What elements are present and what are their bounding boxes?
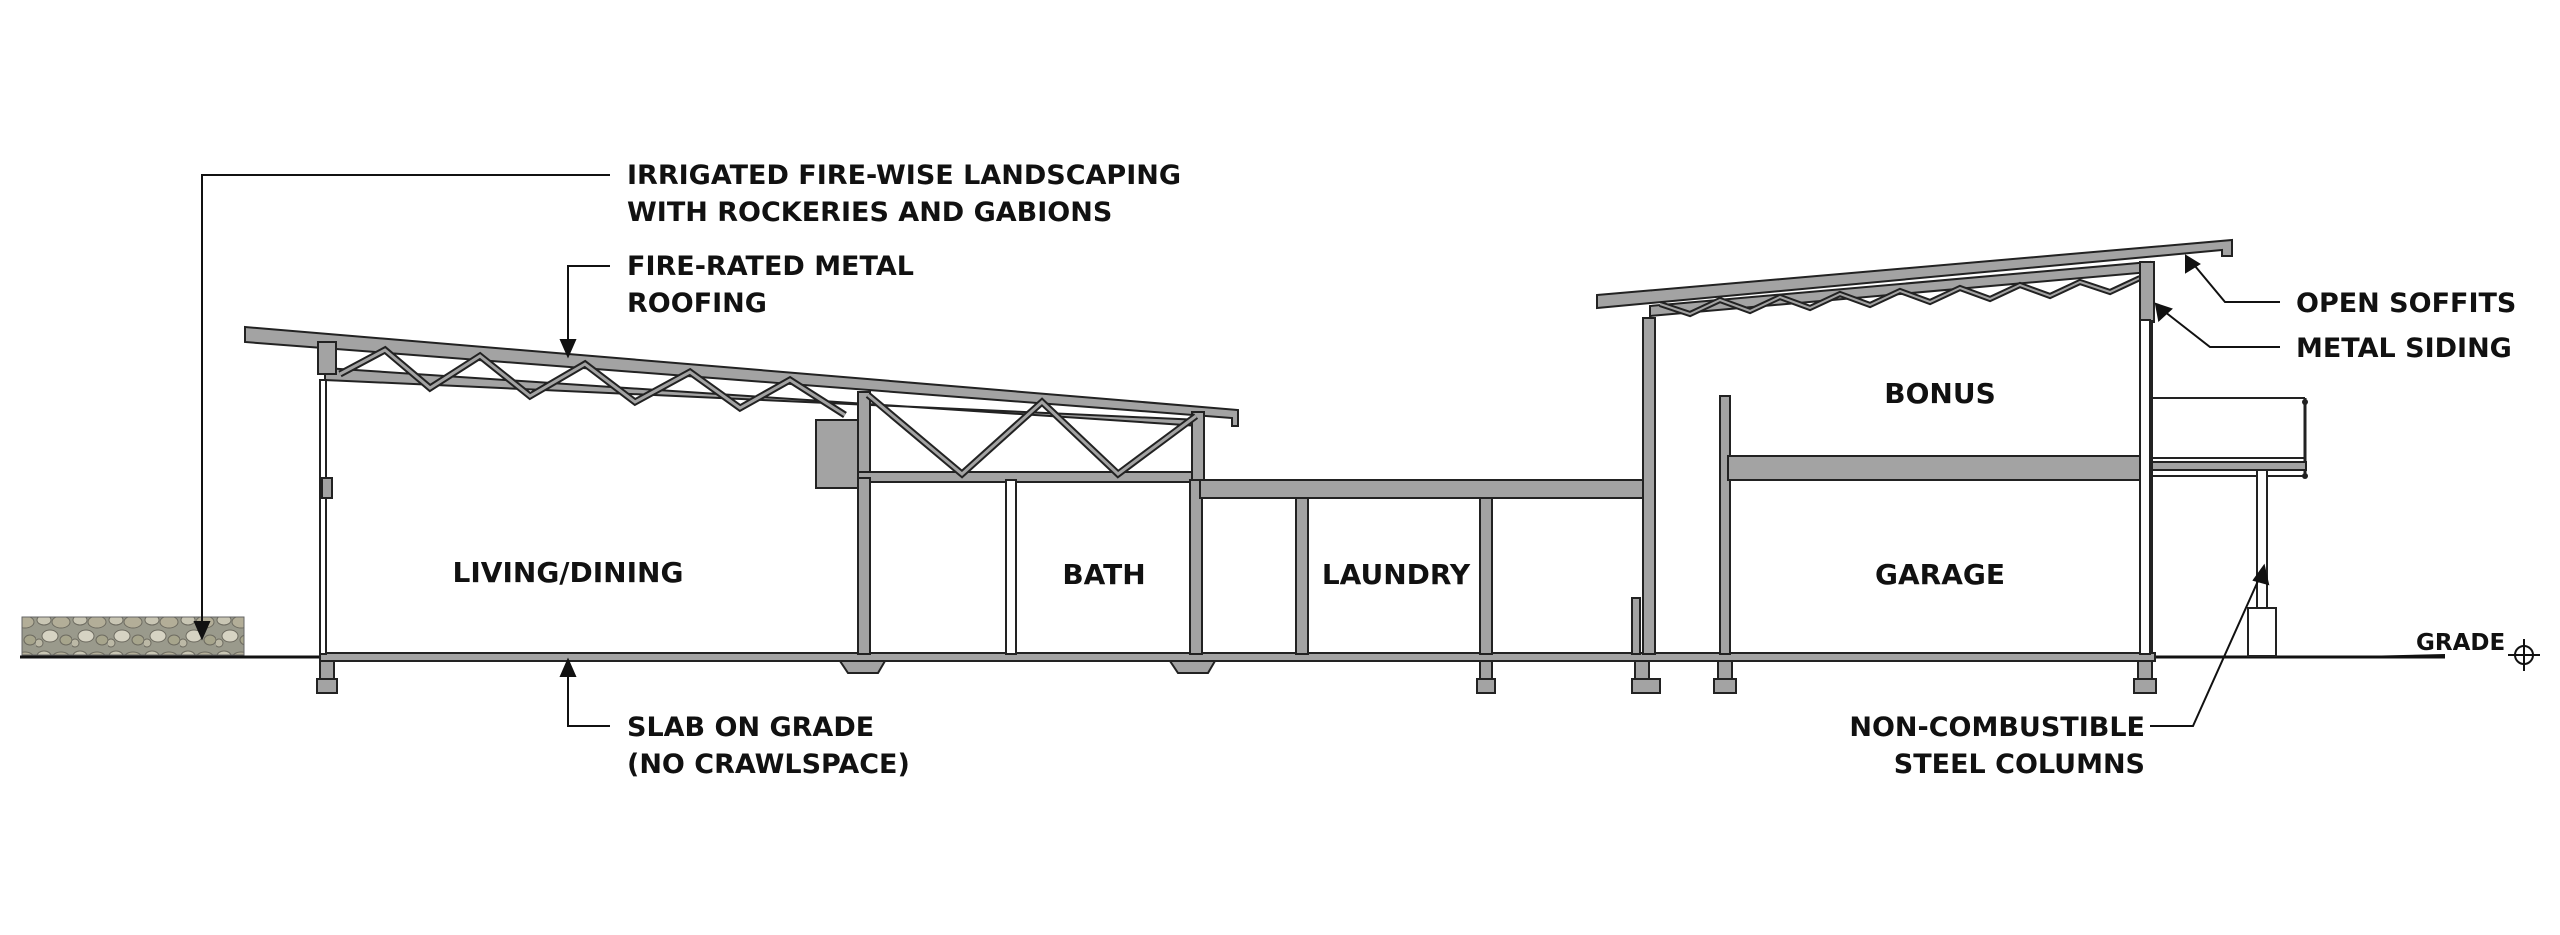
right-roof — [1596, 238, 2233, 323]
laundry-connector — [1199, 479, 1646, 655]
gabion-wall — [21, 616, 245, 656]
note-roofing-line1: FIRE-RATED METAL — [627, 251, 914, 282]
note-landscaping-line2: WITH ROCKERIES AND GABIONS — [627, 197, 1112, 228]
room-living-dining: LIVING/DINING — [453, 556, 684, 589]
room-garage: GARAGE — [1875, 558, 2005, 591]
carport-frame — [2151, 397, 2308, 657]
note-grade: GRADE — [2416, 630, 2505, 656]
slab-on-grade — [316, 652, 2157, 694]
note-landscaping-line1: IRRIGATED FIRE-WISE LANDSCAPING — [627, 160, 1181, 191]
leader-lines — [193, 174, 2280, 727]
room-laundry: LAUNDRY — [1322, 558, 1471, 591]
room-bath: BATH — [1062, 558, 1145, 591]
left-roof — [244, 325, 1239, 489]
note-open-soffits: OPEN SOFFITS — [2296, 288, 2516, 319]
crosshair-circle-icon — [2508, 639, 2540, 671]
right-walls — [1642, 317, 2153, 655]
room-bonus: BONUS — [1884, 377, 1995, 410]
note-metal-siding: METAL SIDING — [2296, 333, 2512, 364]
note-slab-line2: (NO CRAWLSPACE) — [627, 749, 910, 780]
note-columns-line1: NON-COMBUSTIBLE — [1849, 712, 2145, 743]
note-columns-line2: STEEL COLUMNS — [1894, 749, 2145, 780]
left-walls — [319, 379, 1203, 655]
note-roofing-line2: ROOFING — [627, 288, 767, 319]
note-slab-line1: SLAB ON GRADE — [627, 712, 874, 743]
